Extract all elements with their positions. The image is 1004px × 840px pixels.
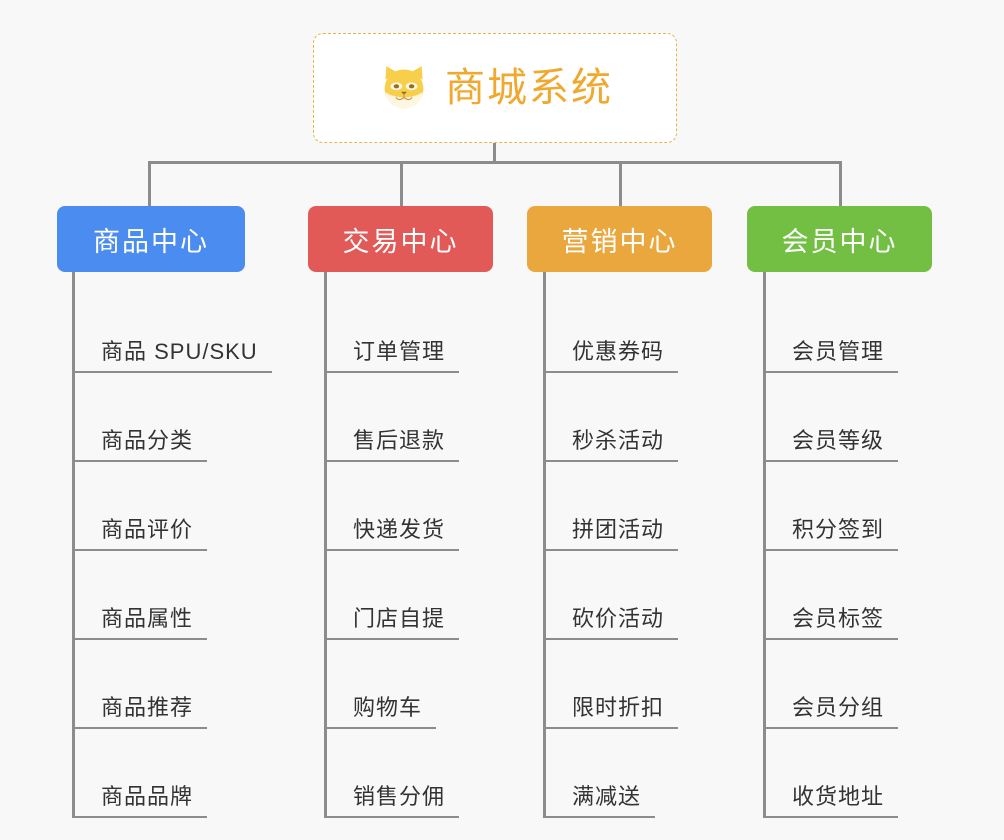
leaf-underline: 售后退款 <box>327 427 460 462</box>
leaf-label: 商品属性 <box>101 605 194 631</box>
leaf-label: 秒杀活动 <box>572 427 665 453</box>
list-item[interactable]: 收货地址 <box>766 729 932 818</box>
list-item[interactable]: 拼团活动 <box>546 462 712 551</box>
leaf-underline: 拼团活动 <box>546 516 679 551</box>
leaf-label: 商品 SPU/SKU <box>101 338 258 364</box>
leaf-label: 会员标签 <box>792 605 885 631</box>
leaf-underline: 收货地址 <box>766 783 899 818</box>
list-item[interactable]: 满减送 <box>546 729 712 818</box>
list-item[interactable]: 商品推荐 <box>75 640 245 729</box>
connector-drop-marketing-center <box>619 161 622 207</box>
leaf-label: 快递发货 <box>353 516 446 542</box>
list-item[interactable]: 商品 SPU/SKU <box>75 284 272 373</box>
leaf-underline: 秒杀活动 <box>546 427 679 462</box>
column-header-trade-center[interactable]: 交易中心 <box>308 206 493 272</box>
leaf-label: 会员等级 <box>792 427 885 453</box>
list-item[interactable]: 购物车 <box>327 640 493 729</box>
column-marketing-center: 营销中心 优惠券码 秒杀活动 拼团活动 砍价活动 限时折扣 满减送 <box>527 206 712 818</box>
list-item[interactable]: 砍价活动 <box>546 551 712 640</box>
leaf-underline: 商品推荐 <box>75 694 208 729</box>
leaf-label: 满减送 <box>572 783 642 809</box>
connector-drop-member-center <box>839 161 842 207</box>
leaf-label: 商品评价 <box>101 516 194 542</box>
leaf-underline: 销售分佣 <box>327 783 460 818</box>
leaf-underline: 会员标签 <box>766 605 899 640</box>
column-trade-center: 交易中心 订单管理 售后退款 快递发货 门店自提 购物车 销售分佣 <box>308 206 493 818</box>
leaf-label: 优惠券码 <box>572 338 665 364</box>
list-item[interactable]: 会员分组 <box>766 640 932 729</box>
root-title: 商城系统 <box>445 66 613 110</box>
leaf-list-member-center: 会员管理 会员等级 积分签到 会员标签 会员分组 收货地址 <box>763 272 932 818</box>
leaf-label: 商品品牌 <box>101 783 194 809</box>
leaf-underline: 购物车 <box>327 694 437 729</box>
leaf-underline: 商品评价 <box>75 516 208 551</box>
list-item[interactable]: 订单管理 <box>327 284 493 373</box>
leaf-underline: 订单管理 <box>327 338 460 373</box>
list-item[interactable]: 销售分佣 <box>327 729 493 818</box>
leaf-underline: 门店自提 <box>327 605 460 640</box>
list-item[interactable]: 商品品牌 <box>75 729 245 818</box>
leaf-label: 销售分佣 <box>353 783 446 809</box>
list-item[interactable]: 积分签到 <box>766 462 932 551</box>
column-header-member-center[interactable]: 会员中心 <box>747 206 932 272</box>
leaf-label: 砍价活动 <box>572 605 665 631</box>
leaf-list-trade-center: 订单管理 售后退款 快递发货 门店自提 购物车 销售分佣 <box>324 272 493 818</box>
leaf-underline: 商品分类 <box>75 427 208 462</box>
leaf-label: 商品推荐 <box>101 694 194 720</box>
list-item[interactable]: 限时折扣 <box>546 640 712 729</box>
leaf-list-product-center: 商品 SPU/SKU 商品分类 商品评价 商品属性 商品推荐 商品品牌 <box>72 272 272 818</box>
leaf-underline: 商品属性 <box>75 605 208 640</box>
connector-drop-product-center <box>148 161 151 207</box>
leaf-list-marketing-center: 优惠券码 秒杀活动 拼团活动 砍价活动 限时折扣 满减送 <box>543 272 712 818</box>
leaf-label: 购物车 <box>353 694 423 720</box>
connector-drop-trade-center <box>400 161 403 207</box>
leaf-underline: 会员分组 <box>766 694 899 729</box>
leaf-underline: 积分签到 <box>766 516 899 551</box>
column-member-center: 会员中心 会员管理 会员等级 积分签到 会员标签 会员分组 收货地址 <box>747 206 932 818</box>
list-item[interactable]: 商品评价 <box>75 462 245 551</box>
leaf-label: 会员分组 <box>792 694 885 720</box>
list-item[interactable]: 会员管理 <box>766 284 932 373</box>
leaf-label: 门店自提 <box>353 605 446 631</box>
leaf-underline: 商品品牌 <box>75 783 208 818</box>
column-header-marketing-center[interactable]: 营销中心 <box>527 206 712 272</box>
leaf-label: 售后退款 <box>353 427 446 453</box>
leaf-underline: 满减送 <box>546 783 656 818</box>
list-item[interactable]: 优惠券码 <box>546 284 712 373</box>
list-item[interactable]: 快递发货 <box>327 462 493 551</box>
leaf-underline: 优惠券码 <box>546 338 679 373</box>
leaf-underline: 会员管理 <box>766 338 899 373</box>
list-item[interactable]: 商品分类 <box>75 373 245 462</box>
column-product-center: 商品中心 商品 SPU/SKU 商品分类 商品评价 商品属性 商品推荐 商品品牌 <box>57 206 272 818</box>
leaf-underline: 商品 SPU/SKU <box>75 338 272 373</box>
root-node[interactable]: 商城系统 <box>313 33 677 143</box>
leaf-underline: 砍价活动 <box>546 605 679 640</box>
leaf-underline: 快递发货 <box>327 516 460 551</box>
list-item[interactable]: 会员等级 <box>766 373 932 462</box>
leaf-label: 积分签到 <box>792 516 885 542</box>
column-header-product-center[interactable]: 商品中心 <box>57 206 245 272</box>
leaf-underline: 限时折扣 <box>546 694 679 729</box>
leaf-label: 拼团活动 <box>572 516 665 542</box>
leaf-label: 商品分类 <box>101 427 194 453</box>
list-item[interactable]: 商品属性 <box>75 551 245 640</box>
list-item[interactable]: 会员标签 <box>766 551 932 640</box>
list-item[interactable]: 售后退款 <box>327 373 493 462</box>
leaf-label: 会员管理 <box>792 338 885 364</box>
leaf-underline: 会员等级 <box>766 427 899 462</box>
connector-horizontal-bus <box>148 161 842 164</box>
list-item[interactable]: 秒杀活动 <box>546 373 712 462</box>
leaf-label: 收货地址 <box>792 783 885 809</box>
list-item[interactable]: 门店自提 <box>327 551 493 640</box>
leaf-label: 订单管理 <box>353 338 446 364</box>
connector-root-stem <box>493 143 496 163</box>
shiba-dog-icon <box>384 66 424 109</box>
leaf-label: 限时折扣 <box>572 694 665 720</box>
